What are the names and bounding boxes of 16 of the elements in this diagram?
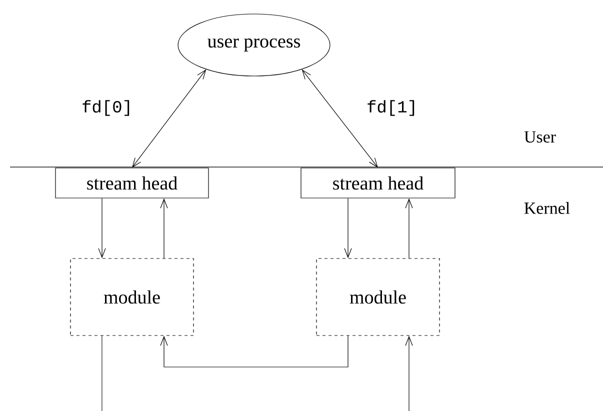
arrow (160, 336, 348, 368)
arrow (405, 336, 413, 411)
stream-head-box: stream head (300, 168, 456, 198)
region-label: User (524, 131, 556, 143)
arrow (98, 198, 106, 258)
edge-label: fd[1] (366, 99, 418, 117)
arrow (132, 69, 206, 168)
module-box: module (316, 258, 440, 336)
region-label: Kernel (524, 202, 570, 214)
module-box: module (70, 258, 194, 336)
edge-label: fd[0] (80, 99, 134, 117)
arrow (344, 198, 352, 258)
stream-head-box: stream head (55, 168, 209, 198)
arrow (302, 69, 378, 168)
arrow (405, 198, 413, 258)
arrow (160, 198, 168, 258)
